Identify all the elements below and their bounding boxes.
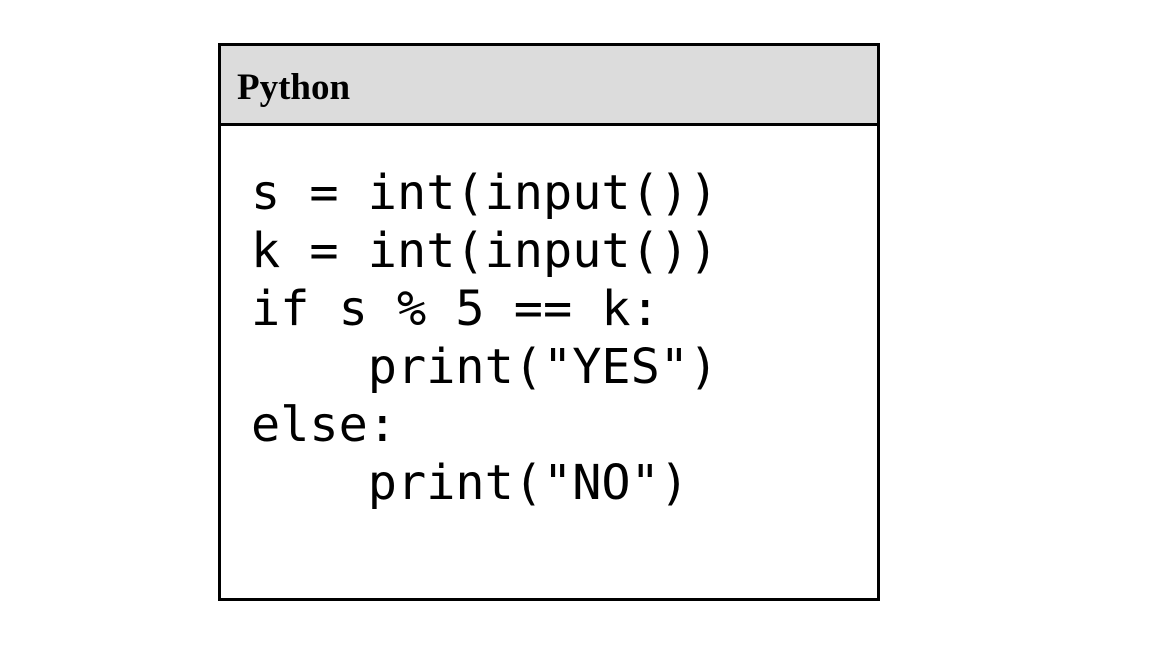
- code-body: s = int(input()) k = int(input()) if s %…: [251, 164, 718, 512]
- code-line: print("NO"): [251, 455, 689, 511]
- code-line: if s % 5 == k:: [251, 281, 660, 337]
- language-label: Python: [237, 67, 351, 108]
- code-listing-box: Python s = int(input()) k = int(input())…: [218, 43, 880, 601]
- code-line: k = int(input()): [251, 223, 719, 279]
- code-line: print("YES"): [251, 339, 719, 395]
- code-header: Python: [221, 46, 877, 126]
- code-line: s = int(input()): [251, 165, 719, 221]
- code-line: else:: [251, 397, 397, 453]
